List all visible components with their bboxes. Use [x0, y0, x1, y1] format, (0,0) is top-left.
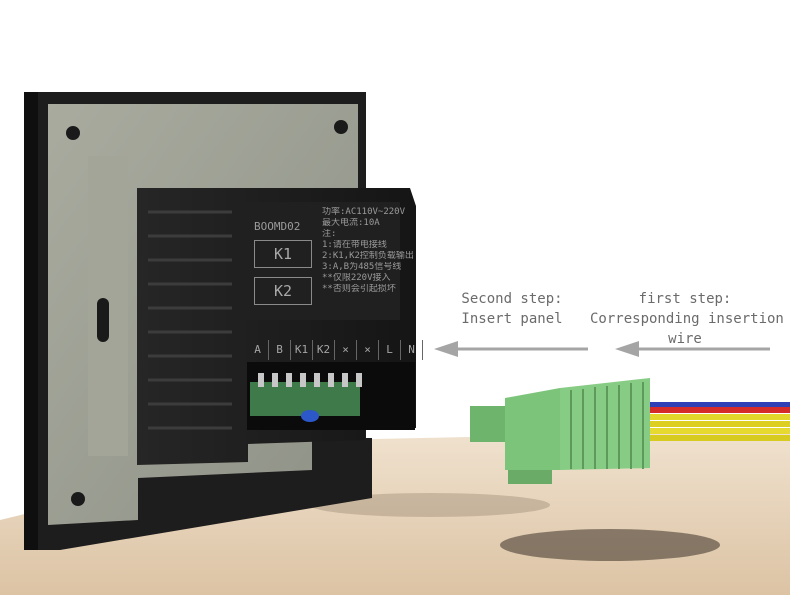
shadow: [310, 493, 550, 517]
terminal-label: ×: [335, 340, 357, 360]
second-step-caption: Second step: Insert panel: [452, 289, 572, 329]
k1-label-box: K1: [254, 240, 312, 268]
spec-line: 1:请在带电接线: [322, 240, 387, 250]
terminal-label: B: [269, 340, 291, 360]
terminal-labels: A B K1 K2 × × L N: [247, 340, 423, 360]
terminal-label: A: [247, 340, 269, 360]
shadow: [500, 529, 720, 561]
terminal-label: K1: [291, 340, 313, 360]
spec-line: **仅限220V接入: [322, 273, 391, 283]
k2-label-box: K2: [254, 277, 312, 305]
first-step-caption: first step: Corresponding insertion wire: [590, 289, 784, 349]
caption-line: Second step:: [461, 291, 563, 307]
terminal-label: L: [379, 340, 401, 360]
spec-text: 功率:AC110V~220V 最大电流:10A 注: 1:请在带电接线 2:K1…: [322, 207, 422, 295]
caption-line: Insert panel: [461, 311, 563, 327]
label-area: [242, 202, 400, 320]
panel-edge: [24, 92, 38, 550]
spec-line: 2:K1,K2控制负载输出: [322, 251, 414, 261]
terminal-label: N: [401, 340, 423, 360]
arrow-left-icon: [434, 341, 588, 357]
spec-line: **否则会引起损坏: [322, 284, 396, 294]
screw-hole: [66, 126, 80, 140]
caption-line: wire: [668, 331, 702, 347]
screw-hole: [71, 492, 85, 506]
vent-slots: [148, 210, 232, 430]
screw-hole: [334, 120, 348, 134]
arrow-left-icon: [615, 341, 770, 357]
spec-line: 3:A,B为485信号线: [322, 262, 402, 272]
terminal-connector: [470, 378, 650, 484]
blue-component: [301, 410, 319, 422]
spec-line: 注:: [322, 229, 337, 239]
spec-line: 最大电流:10A: [322, 218, 380, 228]
circuit-board: [250, 382, 360, 416]
caption-line: first step:: [638, 291, 732, 307]
wires: [570, 402, 790, 441]
terminal-pins: [258, 373, 362, 387]
clip-slot: [97, 298, 109, 342]
terminal-label: ×: [357, 340, 379, 360]
spec-line: 功率:AC110V~220V: [322, 207, 406, 217]
caption-line: Corresponding insertion: [590, 311, 784, 327]
terminal-label: K2: [313, 340, 335, 360]
model-label: BOOMD02: [254, 220, 301, 233]
